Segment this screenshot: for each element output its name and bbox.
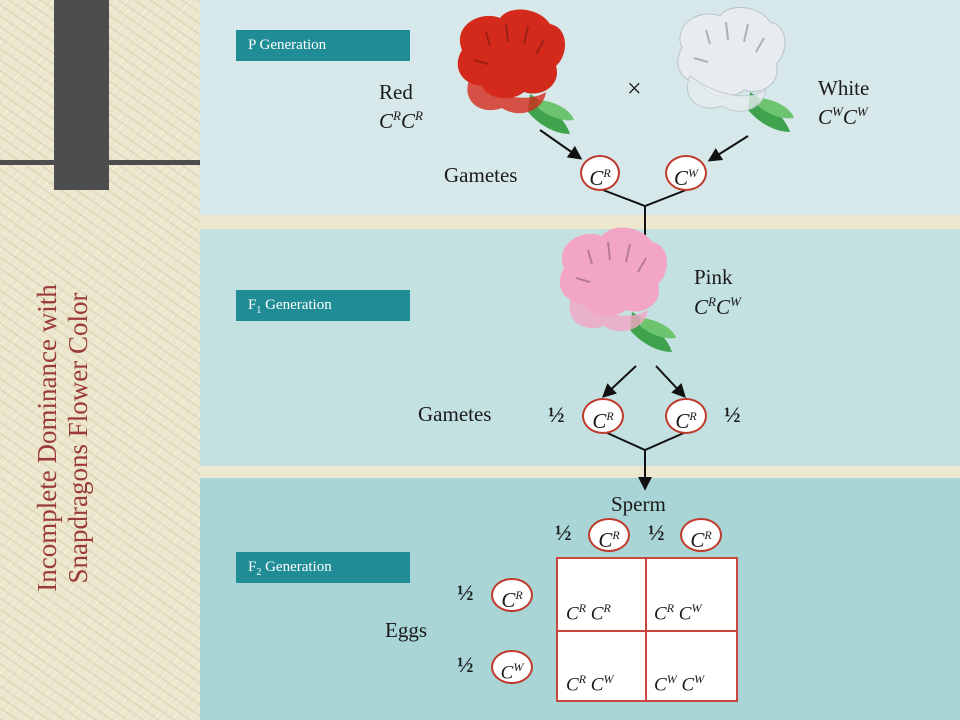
sperm-fraction-2: ½ [648,520,665,545]
f1-gamete-left: CR [582,398,624,434]
sperm-gamete-2: CR [680,518,722,552]
f1-label-sub: 1 [256,305,262,316]
f1-label-suffix: Generation [261,297,332,313]
f1-gamete-fraction-right: ½ [724,402,741,427]
p-generation-text: P Generation [248,37,327,53]
f1-gamete-right: CR [665,398,707,434]
arrow-f1-to-gamete-left [601,365,637,398]
punnett-cell-rw-1: CR CW [654,601,702,625]
arrow-gametes-to-f2 [604,431,687,488]
eggs-label: Eggs [385,618,427,642]
egg-fraction-1: ½ [457,580,474,605]
punnett-cell-rr: CR CR [566,601,611,625]
p-gametes-label: Gametes [444,163,518,187]
punnett-divider-vertical [645,559,647,700]
p-generation-label: P Generation [236,30,410,61]
white-label: White [818,76,870,100]
sperm-fraction-1: ½ [555,520,572,545]
arrow-white-to-gamete [707,135,749,162]
f1-gametes-label: Gametes [418,402,492,426]
punnett-cell-ww: CW CW [654,672,705,696]
accent-bar [54,0,109,190]
arrow-red-to-gamete [539,129,583,160]
egg-gamete-1: CR [491,578,533,612]
egg-fraction-2: ½ [457,652,474,677]
p-gamete-red: CR [580,155,620,191]
punnett-divider-horizontal [558,630,736,632]
egg-gamete-2: CW [491,650,533,684]
pink-label: Pink [694,265,733,289]
red-label: Red [379,80,413,104]
cross-symbol: × [627,74,642,103]
f2-generation-label: F2 Generation [236,552,410,583]
punnett-square: CR CR CR CW CR CW CW CW [556,557,738,702]
f2-label-sub: 2 [256,567,262,578]
f1-generation-label: F1 Generation [236,290,410,321]
pink-flower-image [558,226,676,352]
white-flower-image [676,6,794,132]
white-genotype: CWCW [818,104,868,129]
f2-label-suffix: Generation [261,559,332,575]
f2-label-prefix: F [248,559,257,575]
accent-line [0,160,200,165]
p-gamete-white: CW [665,155,707,191]
pink-genotype: CRCW [694,294,741,319]
f1-gamete-fraction-left: ½ [548,402,565,427]
punnett-cell-rw-2: CR CW [566,672,614,696]
red-flower-image [456,8,574,134]
sperm-gamete-1: CR [588,518,630,552]
red-genotype: CRCR [379,108,423,133]
f1-label-prefix: F [248,297,257,313]
arrow-f1-to-gamete-right [655,365,686,399]
sperm-label: Sperm [611,492,666,516]
